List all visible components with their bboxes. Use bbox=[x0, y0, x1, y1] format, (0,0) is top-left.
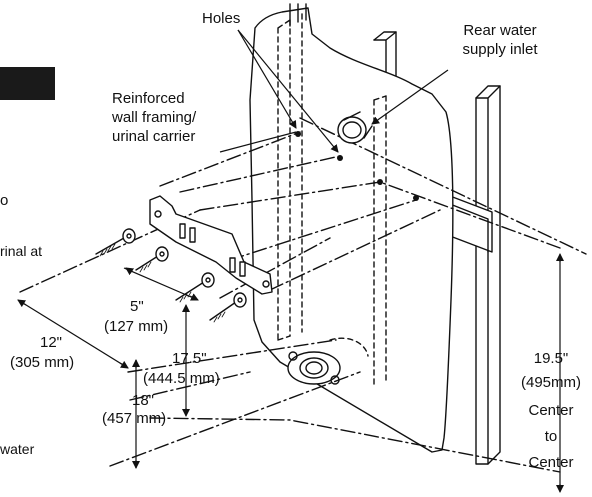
dim-19-5-center-2: Center bbox=[528, 454, 574, 471]
label-rear-inlet-1: Rear water bbox=[463, 22, 537, 39]
dim-18-in: 18" bbox=[132, 392, 155, 409]
hidden-carrier-right bbox=[373, 95, 387, 385]
screw-threads bbox=[99, 243, 226, 323]
label-rear-inlet-2: supply inlet bbox=[462, 41, 538, 58]
rear-water-inlet bbox=[337, 111, 373, 144]
cropped-black-block bbox=[0, 67, 55, 100]
dim-19-5-center-1: Center bbox=[528, 402, 574, 419]
label-framing-2: wall framing/ bbox=[112, 109, 197, 126]
dim-12-in: 12" bbox=[40, 334, 63, 351]
outlet-spud bbox=[287, 351, 341, 385]
dim-17-5-in: 17.5" bbox=[172, 350, 207, 367]
cross-brace bbox=[449, 195, 493, 253]
urinal-body bbox=[249, 7, 454, 453]
label-holes: Holes bbox=[202, 10, 241, 27]
dim-19-5-in: 19.5" bbox=[533, 350, 569, 367]
label-framing-3: urinal carrier bbox=[112, 128, 196, 145]
dimension-5in bbox=[123, 267, 199, 301]
hidden-carrier-left bbox=[277, 13, 303, 341]
screw-2 bbox=[135, 246, 169, 271]
dim-19-5-mm: (495mm) bbox=[520, 374, 581, 391]
dim-18-mm: (457 mm) bbox=[102, 410, 167, 427]
screw-1 bbox=[95, 228, 136, 255]
cut-text-3: water bbox=[0, 441, 35, 457]
dim-19-5-to: to bbox=[544, 428, 558, 445]
dimension-12in bbox=[17, 299, 129, 369]
dim-17-5-mm: (444.5 mm) bbox=[143, 370, 220, 387]
screw-4 bbox=[209, 292, 247, 321]
dim-5-mm: (127 mm) bbox=[104, 318, 169, 335]
cut-text-2: rinal at bbox=[0, 243, 43, 259]
dim-12-mm: (305 mm) bbox=[10, 354, 75, 371]
screw-3 bbox=[175, 272, 215, 301]
dim-5-in: 5" bbox=[130, 298, 144, 315]
cut-text-1: o bbox=[0, 192, 9, 209]
supply-pipe-hidden bbox=[329, 337, 369, 357]
guide-lines bbox=[19, 117, 587, 473]
label-framing-1: Reinforced bbox=[112, 90, 185, 107]
wall-stud-right bbox=[475, 85, 501, 465]
label-leaders bbox=[219, 29, 449, 153]
wall-bracket bbox=[149, 195, 273, 295]
